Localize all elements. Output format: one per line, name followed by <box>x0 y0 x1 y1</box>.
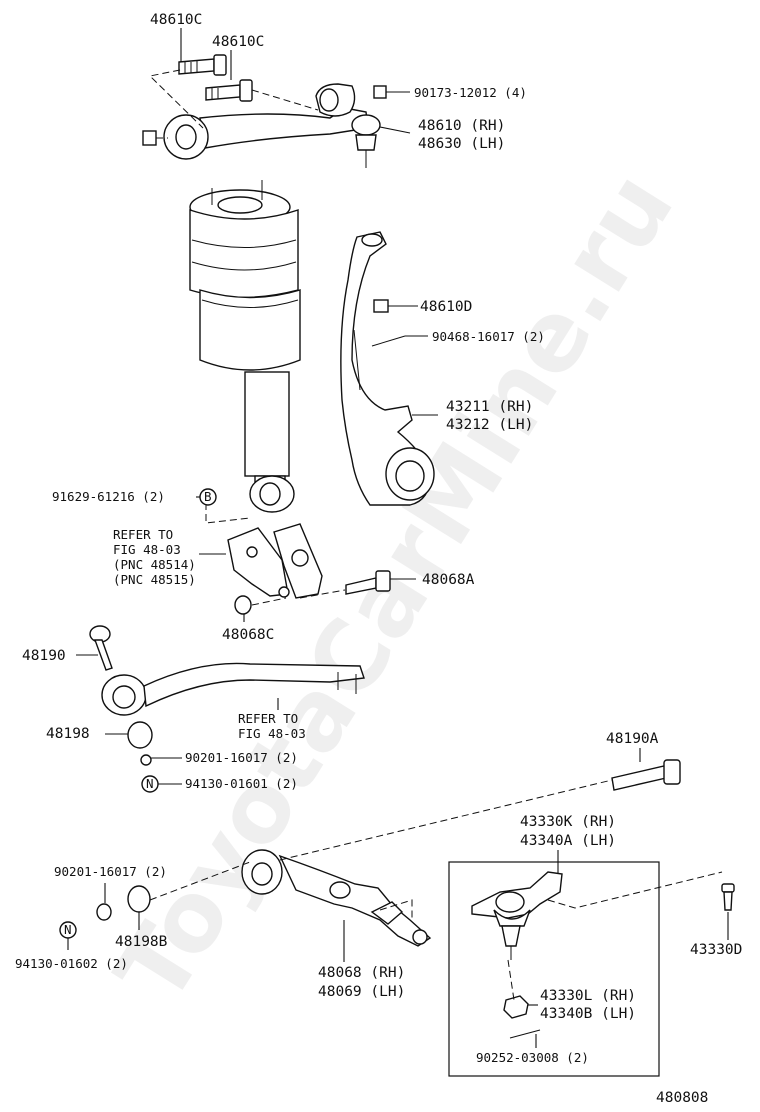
label-48068c: 48068C <box>222 627 274 643</box>
label-48068a: 48068A <box>422 572 475 588</box>
label-pnc-48515: (PNC 48515) <box>113 572 196 587</box>
bolt-48610c-upper-icon <box>178 54 227 76</box>
badge-b-letter: B <box>204 489 212 504</box>
label-48069-lh: 48069 (LH) <box>318 984 405 1000</box>
label-90252: 90252-03008 (2) <box>476 1050 589 1065</box>
label-48068-rh: 48068 (RH) <box>318 965 405 981</box>
label-90201-b: 90201-16017 (2) <box>54 864 167 879</box>
washer-90201-b-icon <box>96 903 112 921</box>
label-48198b: 48198B <box>115 934 168 950</box>
ball-joint-43330k-icon <box>471 871 563 960</box>
label-43340a-lh: 43340A (LH) <box>520 833 616 849</box>
pin-90468-icon <box>371 335 406 347</box>
cotter-pin-90252-icon <box>509 1029 541 1039</box>
bolt-48190a-icon <box>611 759 681 791</box>
mounting-bracket-icon <box>227 523 323 599</box>
washer-48198-icon <box>127 721 153 749</box>
watermark-text: ToyotaCarMine.ru <box>95 153 696 1022</box>
label-48198: 48198 <box>46 726 90 742</box>
label-43211-rh: 43211 (RH) <box>446 399 533 415</box>
label-fig-48-03-2: FIG 48-03 <box>238 726 306 741</box>
badge-n-2-letter: N <box>64 922 72 937</box>
nut-43330l-icon <box>503 995 529 1019</box>
diagram-number: 480808 <box>656 1090 708 1106</box>
label-43330l-rh: 43330L (RH) <box>540 988 636 1004</box>
washer-90201-a-icon <box>140 754 152 766</box>
label-43340b-lh: 43340B (LH) <box>540 1006 636 1022</box>
label-48610-rh: 48610 (RH) <box>418 118 505 134</box>
bushing-48610d-icon <box>373 299 389 313</box>
air-spring-shock-absorber-icon <box>189 180 301 513</box>
strut-rod-arm-icon <box>101 662 365 716</box>
label-90468: 90468-16017 (2) <box>432 329 545 344</box>
label-94130-b: 94130-01602 (2) <box>15 956 128 971</box>
label-refer-to-1: REFER TO <box>113 527 173 542</box>
bushing-cap-icon <box>142 130 157 146</box>
label-48190a: 48190A <box>606 731 659 747</box>
bushing-48068c-icon <box>234 595 252 615</box>
bolt-48610c-lower-icon <box>205 79 253 102</box>
label-48610d: 48610D <box>420 299 472 315</box>
cam-48198b-icon <box>127 885 151 913</box>
label-refer-to-2: REFER TO <box>238 711 298 726</box>
label-43212-lh: 43212 (LH) <box>446 417 533 433</box>
label-pnc-48514: (PNC 48514) <box>113 557 196 572</box>
label-48630-lh: 48630 (LH) <box>418 136 505 152</box>
badge-b-icon <box>199 488 217 506</box>
label-48190: 48190 <box>22 648 66 664</box>
label-90173: 90173-12012 (4) <box>414 85 527 100</box>
bolt-48190-icon <box>89 625 113 671</box>
label-43330d: 43330D <box>690 942 742 958</box>
steering-knuckle-icon <box>340 231 435 506</box>
upper-control-arm-icon <box>163 83 381 168</box>
label-fig-48-03-1: FIG 48-03 <box>113 542 181 557</box>
badge-n-1-letter: N <box>146 776 154 791</box>
bolt-43330d-icon <box>721 883 735 911</box>
label-94130-a: 94130-01601 (2) <box>185 776 298 791</box>
bolt-48068a-icon <box>345 570 391 595</box>
nut-90173-icon <box>373 85 387 99</box>
label-91629: 91629-61216 (2) <box>52 489 165 504</box>
ball-joint-group-box <box>448 861 660 1077</box>
lower-control-arm-icon <box>241 849 432 947</box>
label-48610c-b: 48610C <box>212 34 264 50</box>
label-48610c-a: 48610C <box>150 12 202 28</box>
label-43330k-rh: 43330K (RH) <box>520 814 616 830</box>
label-90201-a: 90201-16017 (2) <box>185 750 298 765</box>
